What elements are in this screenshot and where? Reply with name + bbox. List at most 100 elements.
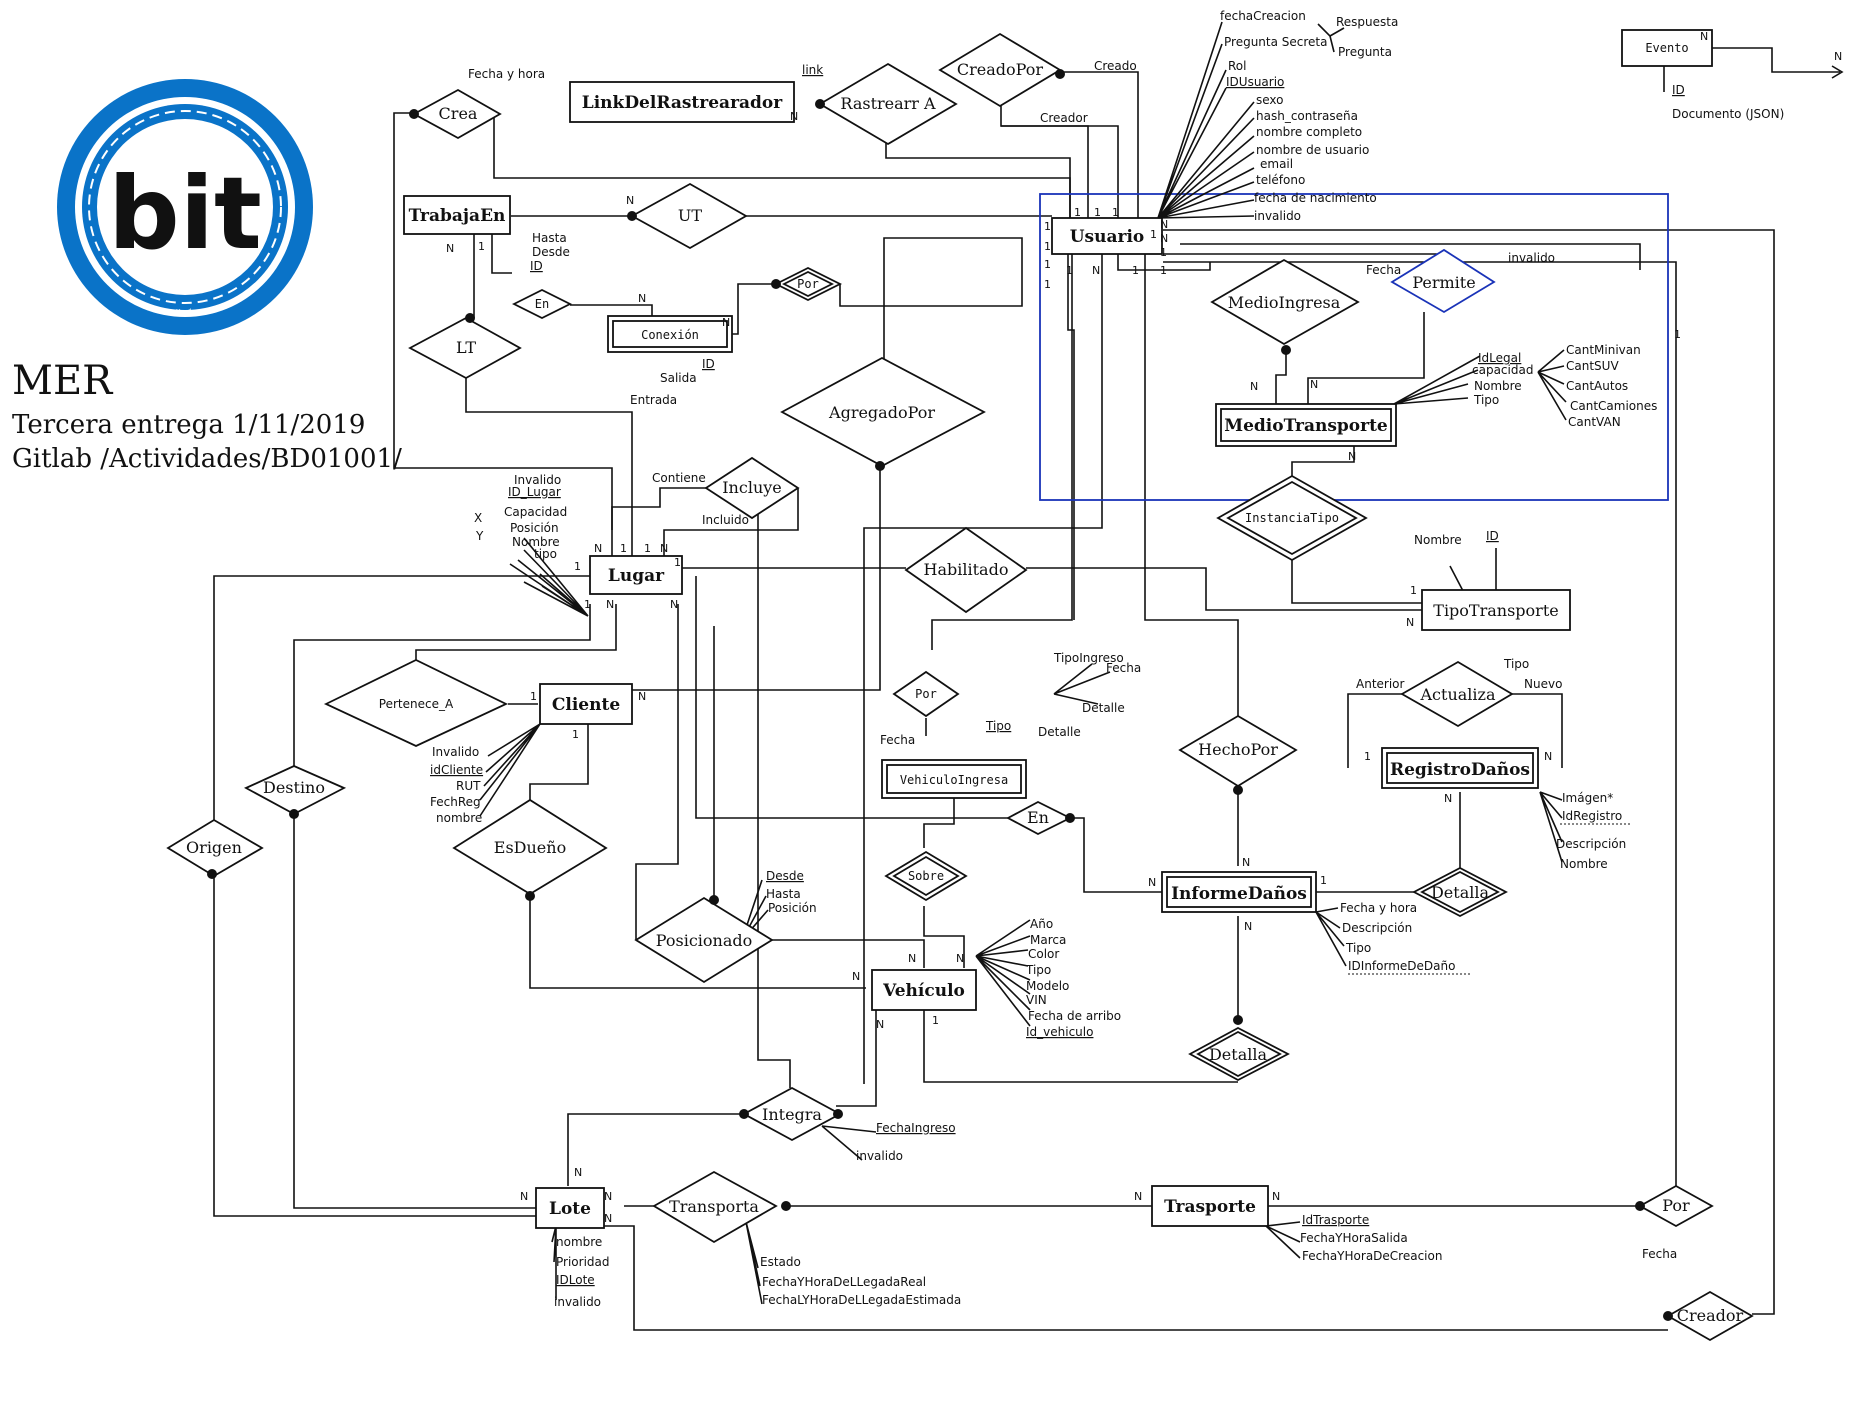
card-lugar-3: N [660,542,668,555]
rel-instancia-tipo[interactable]: InstanciaTipo [1216,474,1368,562]
attr-creado: Creado [1094,59,1137,73]
line-lugar-posicionado [635,604,679,940]
rel-por-conexion[interactable]: Por [773,266,843,302]
rel-detalla-informe[interactable]: Detalla [1188,1026,1290,1082]
card-lote-1: N [520,1190,528,1203]
card-v-4: 1 [932,1014,939,1027]
attr-lote-nombre: nombre [556,1235,602,1249]
attr-cliente-nombre: nombre [436,811,482,825]
rel-detalla-registro[interactable]: Detalla [1412,866,1508,918]
card-cliente-0: 1 [530,690,537,703]
entity-evento[interactable]: Evento [1621,29,1713,67]
dot-medioingresa [1281,345,1291,355]
line-posicionado-vehiculo [770,939,925,968]
rel-sobre-label: Sobre [908,869,944,883]
rel-origen[interactable]: Origen [166,818,264,878]
line-conexion-por [732,283,776,335]
rel-posicionado[interactable]: Posicionado [634,896,774,984]
attr-incluye-incluido: Incluido [702,513,749,527]
rel-crea[interactable]: Crea [412,88,502,140]
rel-habilitado[interactable]: Habilitado [904,526,1028,614]
rel-por-vehiculo[interactable]: Por [892,670,960,718]
rel-lt[interactable]: LT [408,316,522,380]
entity-cliente[interactable]: Cliente [539,683,633,725]
rel-permite[interactable]: Permite [1390,248,1496,314]
rel-es-dueno[interactable]: EsDueño [452,798,608,896]
entity-medio-transporte[interactable]: MedioTransporte [1215,403,1397,447]
rel-ut[interactable]: UT [630,182,748,250]
rel-destino[interactable]: Destino [243,765,347,816]
card-lote-2: N [604,1190,612,1203]
attr-sexo: sexo [1256,93,1284,107]
rel-hecho-por[interactable]: HechoPor [1178,714,1298,788]
rel-sobre[interactable]: Sobre [884,850,968,902]
entity-trabajaen[interactable]: TrabajaEn [403,195,511,235]
rel-agregado-por[interactable]: AgregadoPor [780,356,986,468]
attr-actualiza-anterior: Anterior [1356,677,1405,691]
attr-pos-posicion: Posición [768,901,817,915]
entity-trasporte[interactable]: Trasporte [1151,1185,1269,1227]
card-trabajaen-0: N [626,194,634,207]
rel-pertenece-a[interactable]: Pertenece_A [323,658,509,747]
attr-id-descripcion: Descripción [1342,921,1412,935]
rel-hecho-por-label: HechoPor [1198,740,1278,759]
rel-creador[interactable]: Creador [1666,1290,1754,1342]
entity-evento-label: Evento [1645,41,1688,55]
relationships: Crea CreadoPor Rastrearr A UT LT En [166,32,1754,1342]
attr-trabajaen-id: ID [530,259,543,273]
dot-transporta [781,1201,791,1211]
entity-vehiculo-ingresa[interactable]: VehiculoIngresa [881,759,1027,799]
attr-pregunta-secreta: Pregunta Secreta [1224,35,1328,49]
rel-incluye[interactable]: Incluye [704,456,800,520]
rel-transporta[interactable]: Transporta [652,1170,778,1244]
rel-medio-ingresa[interactable]: MedioIngresa [1210,258,1360,346]
dot-crea [409,109,419,119]
attr-mt-cantminivan: CantMinivan [1566,343,1641,357]
attr-fecha-nacimiento: fecha de nacimiento [1254,191,1377,205]
attr-v-vin: VIN [1026,993,1047,1007]
entity-tipo-transporte[interactable]: TipoTransporte [1421,589,1571,631]
rel-actualiza[interactable]: Actualiza [1400,660,1514,728]
rel-en-conexion-label: En [535,297,549,311]
line-lugar-destino [293,604,591,766]
rel-en-informe-label: En [1027,808,1049,827]
rel-integra[interactable]: Integra [742,1086,842,1142]
dot-origen [207,869,217,879]
attr-trasporte-id: IdTrasporte [1302,1213,1369,1227]
rel-rastrear-a[interactable]: Rastrearr A [818,62,958,146]
rel-en-informe[interactable]: En [1006,800,1073,836]
card-v-2: N [852,970,860,983]
card-evento-0: N [1700,30,1708,43]
attr-lote-idlote: IDLote [556,1273,595,1287]
entity-usuario[interactable]: Usuario [1051,217,1163,255]
attr-rd-imagen: Imágen* [1562,791,1613,805]
entity-conexion[interactable]: Conexión [607,315,733,353]
attr-nombre-usuario: nombre de usuario [1256,143,1369,157]
entity-lote[interactable]: Lote [535,1187,605,1229]
attr-lugar-id: ID_Lugar [508,485,561,499]
card-lugar-5: 1 [574,560,581,573]
entity-link-rastreador[interactable]: LinkDelRastrearador [569,81,795,123]
rel-creado-por[interactable]: CreadoPor [938,32,1062,108]
entity-lugar[interactable]: Lugar [589,555,683,595]
card-usuario-5: 1 [1094,206,1101,219]
attr-transporta-real: FechaYHoraDeLLegadaReal [762,1275,926,1289]
rel-en-conexion[interactable]: En [511,288,573,320]
line-incluye-lugar [663,488,799,556]
attr-mt-cantsuv: CantSUV [1566,359,1619,373]
dot-destino [289,809,299,819]
rel-creado-por-label: CreadoPor [957,60,1044,79]
line-usuario-creadopor-2 [1060,71,1139,218]
entity-registro-danos[interactable]: RegistroDaños [1381,747,1539,789]
dot-rastrear [815,99,825,109]
rel-por-trasporte[interactable]: Por [1638,1184,1714,1228]
attr-v-tipo: Tipo [1025,963,1051,977]
informe-attr-lines [1315,907,1347,967]
entity-vehiculo[interactable]: Vehículo [871,969,977,1011]
card-lote-3: N [604,1212,612,1225]
attr-trabajaen-desde: Desde [532,245,570,259]
card-usuario-12: 1 [1160,264,1167,277]
entity-informe-danos[interactable]: InformeDaños [1161,871,1317,913]
connection-lines [213,47,1840,1331]
